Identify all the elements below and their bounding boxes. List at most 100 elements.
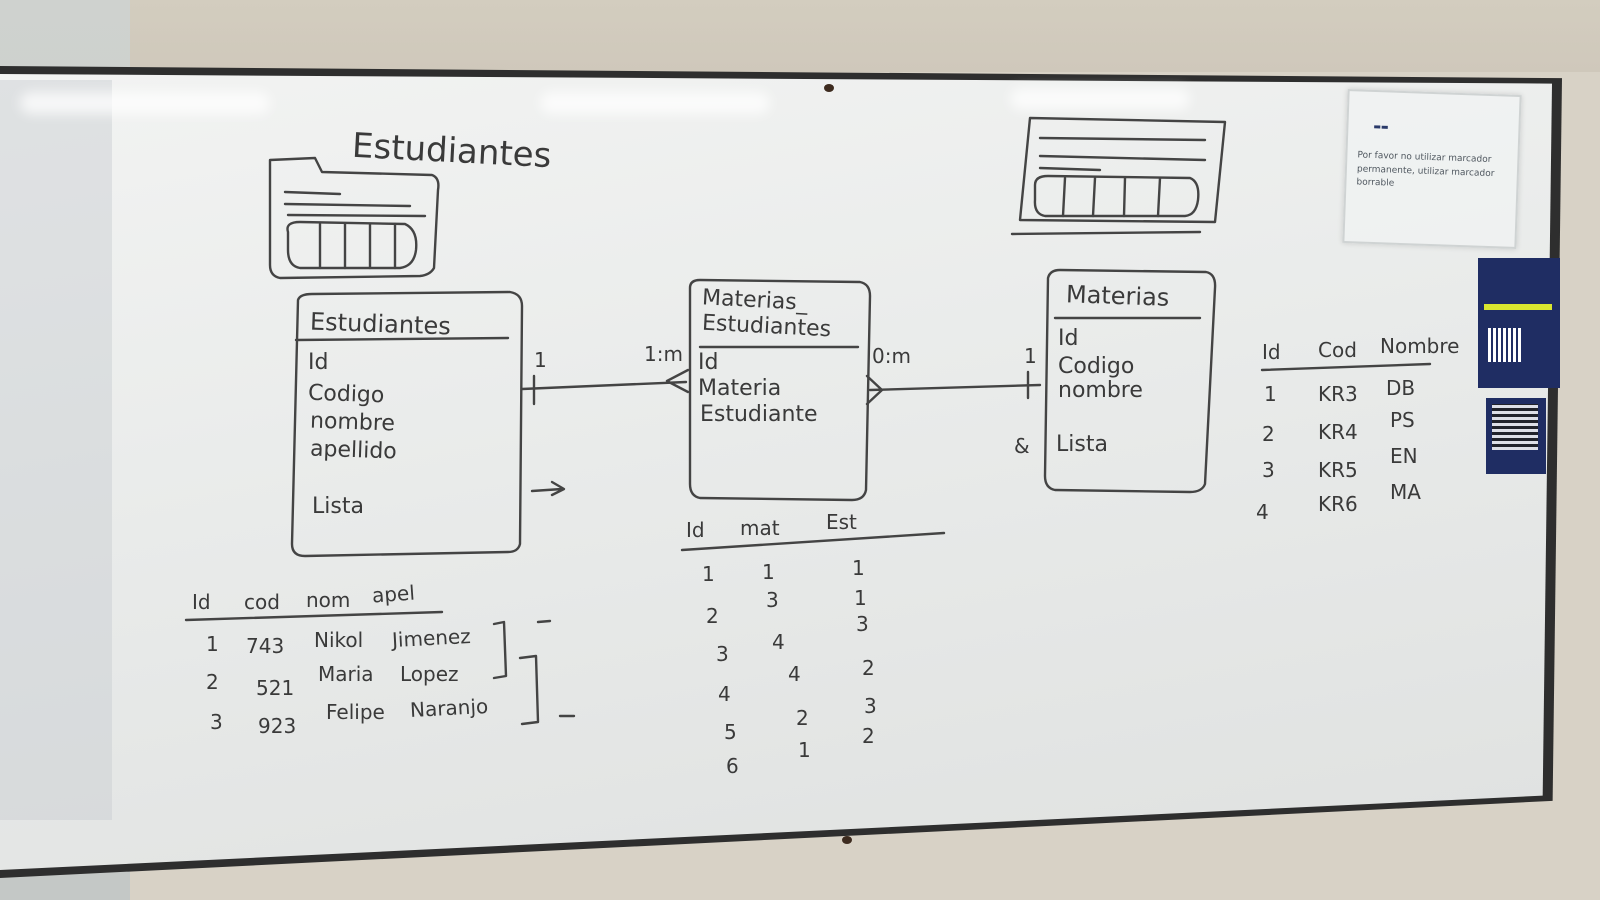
cardinality-label: 0:m: [872, 344, 911, 368]
table-cell: 3: [856, 612, 869, 636]
table-cell: 521: [256, 676, 295, 700]
table-cell: 1: [762, 560, 775, 584]
page-heading: Estudiantes: [351, 125, 553, 177]
table-header-line-materias: [1260, 362, 1432, 372]
table-cell: Felipe: [326, 700, 385, 724]
table-header: cod: [244, 590, 280, 614]
table-header-line-estudiantes: [184, 610, 444, 622]
entity-field: Id: [698, 350, 719, 375]
entity-field: Codigo: [307, 380, 385, 409]
table-header: nom: [306, 588, 351, 612]
entity-field: Id: [1058, 326, 1079, 351]
table-cell: 3: [1262, 458, 1275, 482]
relation-line-right: [868, 383, 1042, 392]
entity-field: nombre: [1058, 378, 1143, 403]
entity-field: Codigo: [1058, 354, 1135, 379]
table-cell: 2: [862, 724, 875, 748]
board-magnet: [842, 836, 852, 844]
notice-logo: ▬▬: [1373, 121, 1389, 132]
relation-line-left: [520, 380, 688, 391]
qr-card: [1486, 398, 1546, 474]
entity-box-materias-estudiantes: [688, 278, 872, 502]
notice-text: Por favor no utilizar marcador permanent…: [1356, 150, 1495, 189]
event-poster: [1478, 258, 1560, 388]
table-cell: 4: [718, 682, 731, 706]
qr-code-icon: [1488, 328, 1522, 362]
table-cell: 4: [1256, 500, 1269, 524]
table-header: Id: [1262, 340, 1281, 364]
table-cell: 1: [852, 556, 865, 580]
table-cell: PS: [1390, 408, 1415, 432]
table-cell: 4: [788, 662, 801, 686]
light-glare: [540, 92, 770, 114]
table-cell: DB: [1386, 376, 1416, 400]
entity-field: Materia: [698, 376, 782, 401]
table-cell: Lopez: [400, 662, 459, 686]
entity-field: Id: [308, 350, 329, 375]
entity-box-estudiantes: [290, 290, 524, 558]
table-cell: Nikol: [314, 628, 364, 652]
wall: [0, 0, 1600, 72]
entity-field: Estudiante: [700, 402, 818, 427]
entity-field: Lista: [312, 494, 364, 519]
entity-field: nombre: [309, 408, 396, 437]
table-cell: 2: [206, 670, 219, 694]
table-cell: KR3: [1318, 382, 1358, 406]
entity-field: apellido: [309, 436, 398, 465]
table-header: Id: [686, 518, 705, 542]
table-cell: 2: [796, 706, 809, 730]
entity-title-materias: Materias: [1065, 280, 1170, 312]
cardinality-label: 1:m: [644, 342, 683, 366]
qr-code-icon: [1492, 404, 1538, 450]
table-cell: Maria: [318, 662, 374, 686]
light-glare: [20, 92, 270, 114]
whiteboard: [0, 74, 1552, 870]
table-cell: MA: [1390, 480, 1421, 504]
table-cell: 923: [258, 714, 297, 738]
cardinality-label: 1: [534, 348, 547, 372]
table-header: mat: [740, 516, 780, 540]
table-cell: EN: [1390, 444, 1418, 468]
table-cell: Naranjo: [409, 693, 489, 723]
table-header: Cod: [1318, 338, 1357, 362]
table-cell: 1: [206, 632, 219, 656]
table-cell: 3: [210, 710, 223, 734]
entity-field: Lista: [1056, 432, 1108, 457]
poster-stripe: [1484, 304, 1552, 310]
table-cell: 3: [864, 694, 877, 718]
table-cell: 743: [246, 634, 285, 658]
table-cell: 4: [772, 630, 785, 654]
wireframe-sketch-left: [268, 156, 440, 280]
table-cell: 1: [854, 586, 867, 610]
entity-title-estudiantes: Estudiantes: [309, 307, 452, 341]
table-cell: 3: [766, 588, 779, 612]
table-header: Id: [192, 590, 211, 614]
light-glare: [1010, 88, 1190, 110]
table-cell: 2: [706, 604, 719, 628]
projector-glow: [0, 80, 112, 820]
table-cell: 1: [702, 562, 715, 586]
table-cell: 1: [1264, 382, 1277, 406]
table-cell: 1: [798, 738, 811, 762]
table-header: apel: [371, 580, 416, 608]
table-cell: KR4: [1318, 420, 1358, 444]
lista-marker: &: [1014, 434, 1030, 458]
entity-box-materias: [1043, 268, 1217, 494]
table-cell: KR5: [1318, 458, 1358, 482]
bracket: [492, 620, 508, 680]
board-magnet: [824, 84, 834, 92]
table-cell: 2: [1262, 422, 1275, 446]
posted-notice: ▬▬ Por favor no utilizar marcador perman…: [1342, 89, 1522, 249]
table-cell: 6: [726, 754, 739, 778]
cardinality-label: 1: [1024, 344, 1037, 368]
table-header: Est: [826, 510, 857, 534]
table-cell: 5: [724, 720, 737, 744]
table-cell: KR6: [1318, 492, 1358, 516]
table-header-line-materias-estudiantes: [680, 531, 946, 552]
table-header: Nombre: [1380, 334, 1460, 358]
wireframe-sketch-right: [1018, 116, 1227, 224]
table-cell: 3: [716, 642, 729, 666]
lista-arrow: [530, 487, 564, 493]
table-cell: 2: [862, 656, 875, 680]
